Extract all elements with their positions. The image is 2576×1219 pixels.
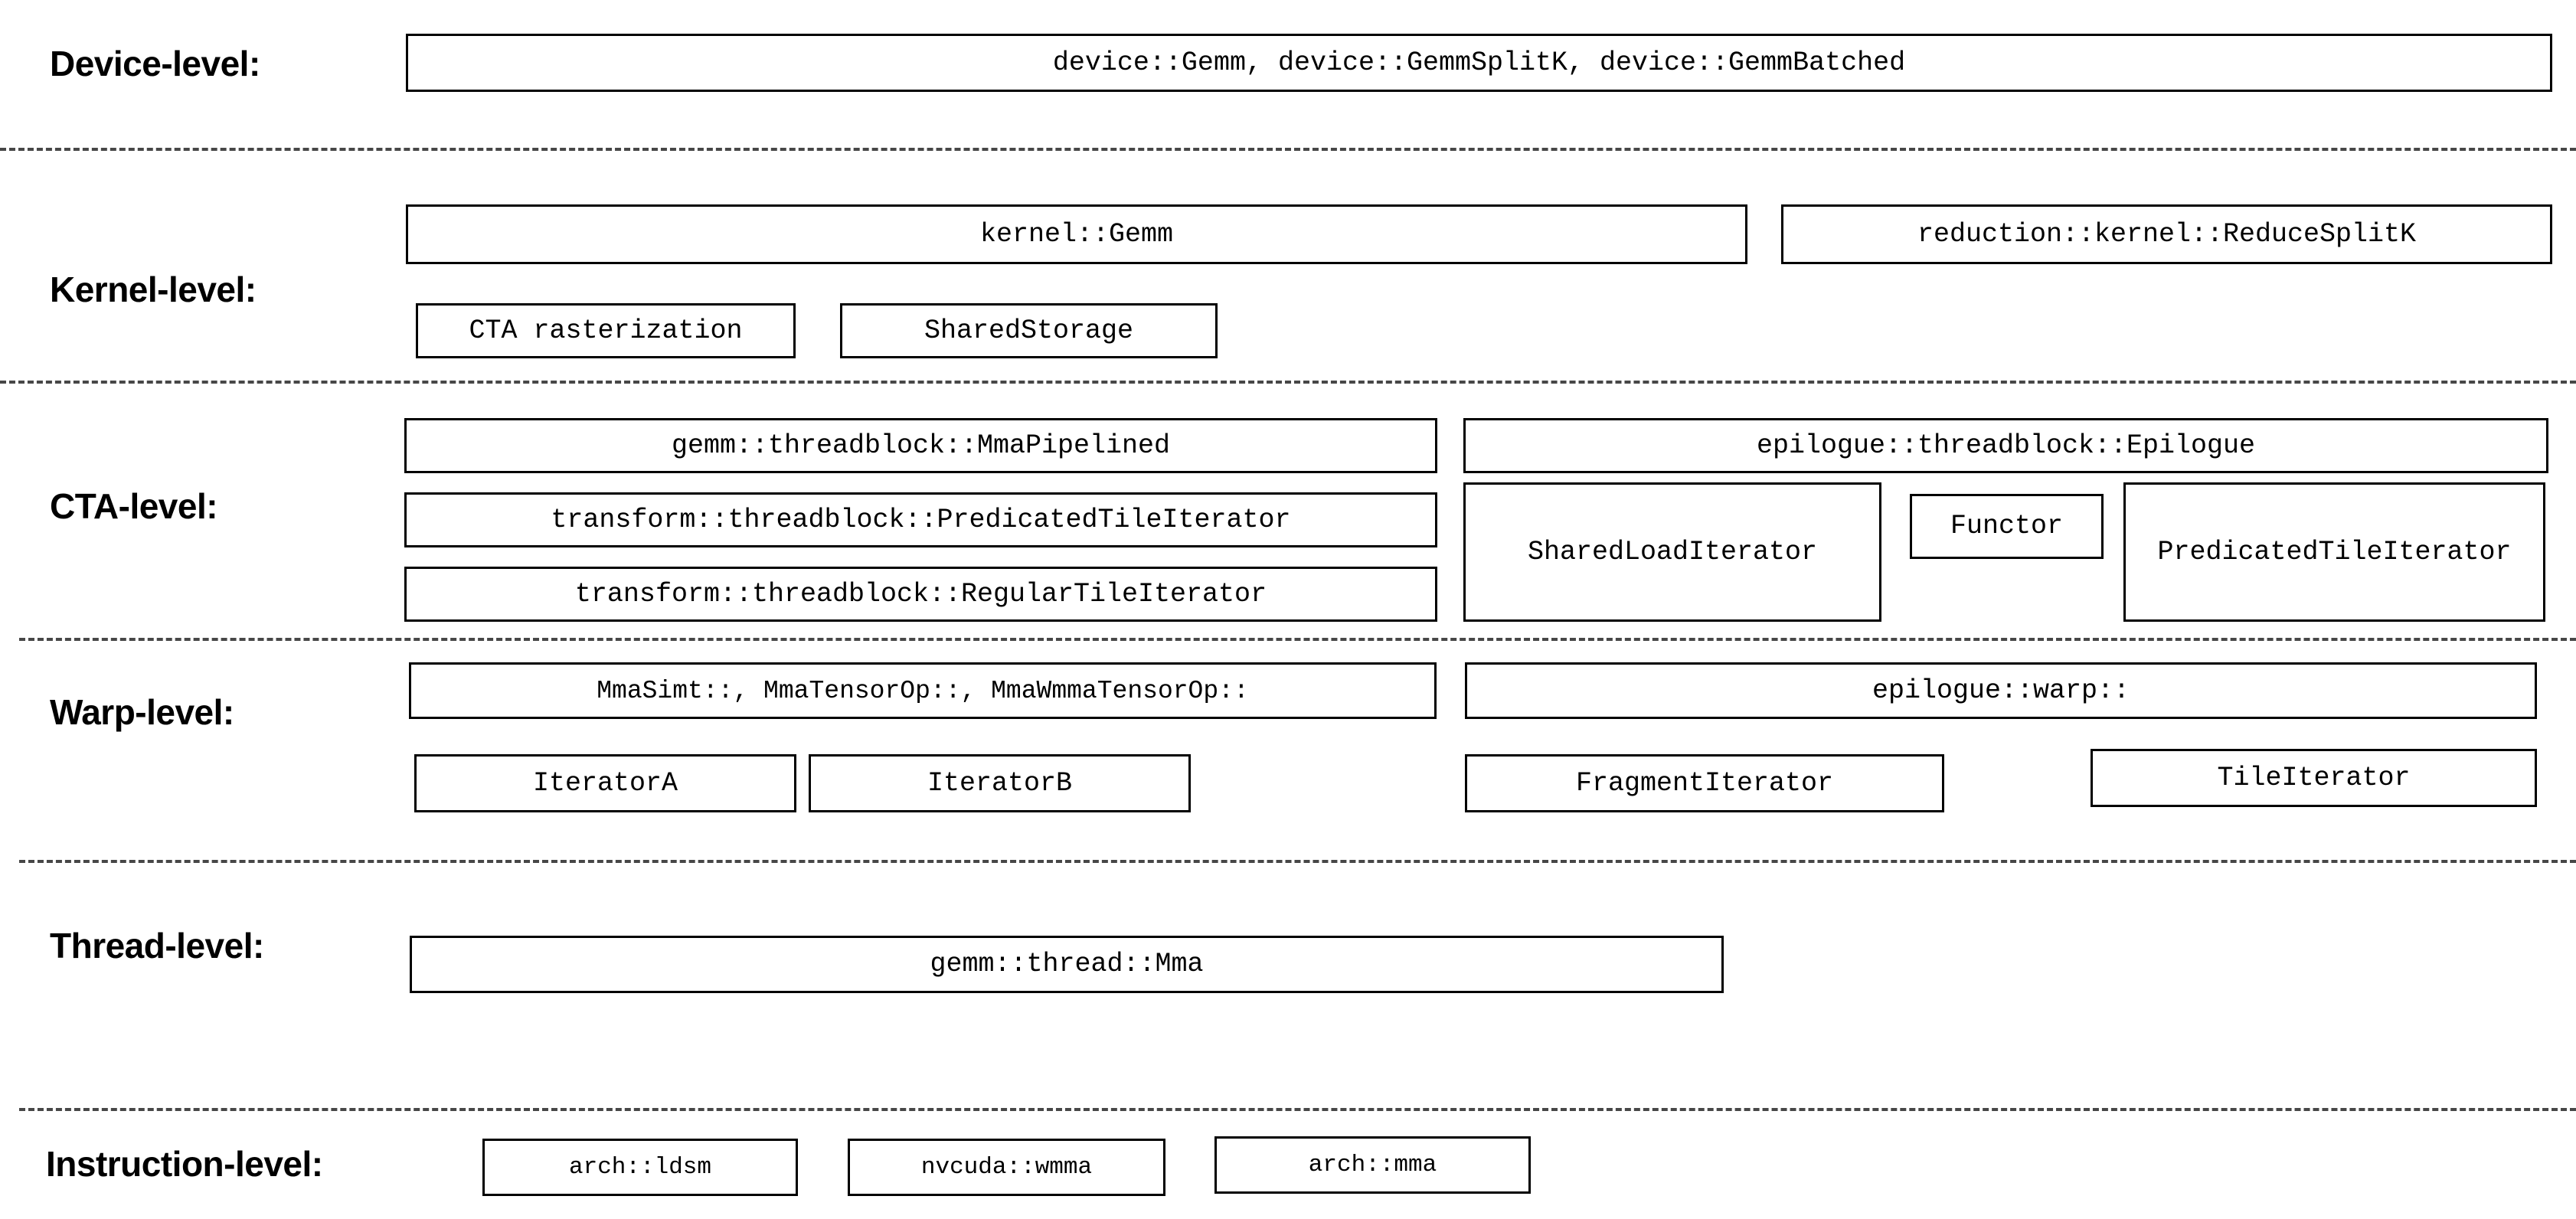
- level-label-cta: CTA-level:: [50, 486, 218, 526]
- transform-threadblock-regulartileiterator-box[interactable]: transform::threadblock::RegularTileItera…: [404, 567, 1437, 622]
- kernel-gemm-box[interactable]: kernel::Gemm: [406, 204, 1747, 264]
- kernel-gemm-box-label: kernel::Gemm: [979, 218, 1174, 250]
- fragment-iterator-box[interactable]: FragmentIterator: [1465, 754, 1944, 812]
- cta-rasterization-box[interactable]: CTA rasterization: [416, 303, 796, 358]
- shared-load-iterator-box[interactable]: SharedLoadIterator: [1463, 482, 1881, 622]
- separator-cta-warp: [19, 638, 2576, 641]
- epilogue-threadblock-epilogue-box-label: epilogue::threadblock::Epilogue: [1756, 430, 2256, 461]
- gemm-threadblock-mmapipelined-box-label: gemm::threadblock::MmaPipelined: [671, 430, 1171, 461]
- separator-device-kernel: [0, 148, 2576, 151]
- functor-box[interactable]: Functor: [1910, 494, 2104, 559]
- device-gemm-box[interactable]: device::Gemm, device::GemmSplitK, device…: [406, 34, 2552, 92]
- iterator-a-box[interactable]: IteratorA: [414, 754, 796, 812]
- epilogue-warp-box-label: epilogue::warp::: [1872, 675, 2130, 706]
- separator-warp-thread: [19, 860, 2576, 863]
- epilogue-warp-box[interactable]: epilogue::warp::: [1465, 662, 2537, 719]
- tile-iterator-box[interactable]: TileIterator: [2091, 749, 2537, 807]
- level-label-warp: Warp-level:: [50, 692, 234, 732]
- iterator-b-box[interactable]: IteratorB: [809, 754, 1191, 812]
- transform-threadblock-predicatedtileiterator-box-label: transform::threadblock::PredicatedTileIt…: [551, 504, 1291, 535]
- arch-ldsm-box[interactable]: arch::ldsm: [482, 1139, 798, 1196]
- shared-storage-box[interactable]: SharedStorage: [840, 303, 1218, 358]
- iterator-b-box-label: IteratorB: [927, 767, 1073, 799]
- predicated-tile-iterator-box-label: PredicatedTileIterator: [2157, 536, 2512, 567]
- warp-mma-variants-box-label: MmaSimt::, MmaTensorOp::, MmaWmmaTensorO…: [597, 676, 1249, 705]
- level-label-kernel: Kernel-level:: [50, 270, 257, 309]
- device-gemm-box-label: device::Gemm, device::GemmSplitK, device…: [1052, 47, 1906, 78]
- epilogue-threadblock-epilogue-box[interactable]: epilogue::threadblock::Epilogue: [1463, 418, 2548, 473]
- shared-load-iterator-box-label: SharedLoadIterator: [1527, 536, 1818, 567]
- gemm-thread-mma-box-label: gemm::thread::Mma: [930, 949, 1204, 979]
- reduction-reducesplitk-box-label: reduction::kernel::ReduceSplitK: [1917, 218, 2417, 250]
- level-label-device: Device-level:: [50, 44, 260, 83]
- warp-mma-variants-box[interactable]: MmaSimt::, MmaTensorOp::, MmaWmmaTensorO…: [409, 662, 1437, 719]
- separator-kernel-cta: [0, 381, 2576, 384]
- nvcuda-wmma-box[interactable]: nvcuda::wmma: [848, 1139, 1165, 1196]
- cta-rasterization-box-label: CTA rasterization: [469, 315, 743, 346]
- arch-mma-box[interactable]: arch::mma: [1214, 1136, 1531, 1194]
- arch-mma-box-label: arch::mma: [1308, 1152, 1437, 1178]
- transform-threadblock-predicatedtileiterator-box[interactable]: transform::threadblock::PredicatedTileIt…: [404, 492, 1437, 547]
- level-label-thread: Thread-level:: [50, 926, 264, 966]
- arch-ldsm-box-label: arch::ldsm: [568, 1154, 712, 1181]
- transform-threadblock-regulartileiterator-box-label: transform::threadblock::RegularTileItera…: [574, 578, 1267, 610]
- separator-thread-instruction: [19, 1108, 2576, 1111]
- gemm-threadblock-mmapipelined-box[interactable]: gemm::threadblock::MmaPipelined: [404, 418, 1437, 473]
- tile-iterator-box-label: TileIterator: [2217, 762, 2411, 793]
- iterator-a-box-label: IteratorA: [532, 767, 678, 799]
- fragment-iterator-box-label: FragmentIterator: [1575, 767, 1834, 799]
- reduction-reducesplitk-box[interactable]: reduction::kernel::ReduceSplitK: [1781, 204, 2552, 264]
- functor-box-label: Functor: [1950, 511, 2064, 541]
- predicated-tile-iterator-box[interactable]: PredicatedTileIterator: [2123, 482, 2545, 622]
- shared-storage-box-label: SharedStorage: [924, 315, 1134, 346]
- nvcuda-wmma-box-label: nvcuda::wmma: [920, 1154, 1093, 1181]
- gemm-thread-mma-box[interactable]: gemm::thread::Mma: [410, 936, 1724, 993]
- level-label-instruction: Instruction-level:: [46, 1144, 323, 1184]
